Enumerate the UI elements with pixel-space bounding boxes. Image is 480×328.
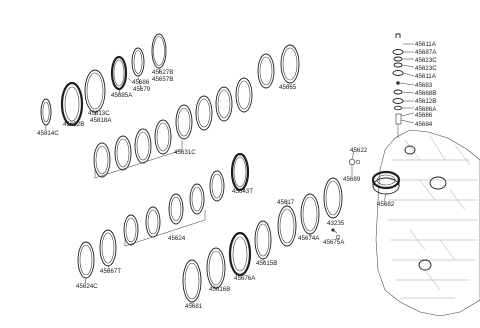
label-45684: 45684 bbox=[415, 121, 433, 128]
valve-stack bbox=[392, 33, 404, 138]
label-45675a: 45675A bbox=[323, 239, 345, 246]
label-45611a-top: 45611A bbox=[415, 41, 437, 48]
ring-45627b bbox=[151, 33, 167, 69]
label-45674a: 45674A bbox=[298, 235, 320, 242]
part-45622 bbox=[348, 158, 361, 166]
label-45689: 45689 bbox=[343, 176, 361, 183]
bracket-45631c bbox=[94, 140, 183, 179]
label-45624: 45624 bbox=[168, 235, 186, 242]
ring-45813c bbox=[84, 69, 106, 113]
ring-45616b bbox=[206, 247, 226, 289]
ring-45686 bbox=[110, 55, 128, 91]
ring-45681 bbox=[182, 259, 202, 303]
label-45683: 45683 bbox=[415, 82, 433, 89]
label-45624c: 45624C bbox=[76, 283, 98, 290]
label-45686: 45686 bbox=[132, 79, 150, 86]
label-45617: 45617 bbox=[277, 199, 295, 206]
label-45681: 45681 bbox=[185, 303, 203, 310]
label-45818a: 45818A bbox=[90, 117, 112, 124]
ring-45617 bbox=[277, 205, 297, 247]
label-45687a: 45687A bbox=[415, 49, 437, 56]
label-45623c-a: 45623C bbox=[415, 57, 437, 64]
ring-45689 bbox=[323, 177, 343, 219]
bolt-45675a bbox=[335, 234, 341, 240]
label-45611a-bottom: 45611A bbox=[415, 73, 437, 80]
label-45682: 45682 bbox=[377, 201, 395, 208]
clutch-pack-45624 bbox=[123, 170, 225, 246]
label-45627b: 45627B bbox=[152, 69, 173, 76]
label-45676a: 45676A bbox=[234, 275, 256, 282]
ring-45814c bbox=[40, 98, 52, 126]
label-45622: 45622 bbox=[350, 147, 368, 154]
pin-43235 bbox=[331, 228, 338, 234]
label-45686-stack: 45686 bbox=[415, 112, 433, 119]
ring-45615b bbox=[254, 220, 272, 260]
label-43235: 43235 bbox=[327, 220, 345, 227]
label-45667t: 45667T bbox=[100, 268, 121, 275]
part-labels: 45627B 45657B 45686 45679 45685A 45813C … bbox=[37, 41, 437, 310]
transmission-housing bbox=[375, 129, 480, 317]
label-45615b: 45615B bbox=[256, 260, 277, 267]
label-45612b: 45612B bbox=[415, 98, 436, 105]
drum-45682 bbox=[371, 170, 401, 195]
leader-lines bbox=[45, 43, 415, 305]
label-45668b: 45668B bbox=[415, 90, 436, 97]
label-45616b: 45616B bbox=[209, 286, 230, 293]
label-45665: 45665 bbox=[279, 84, 297, 91]
ring-45674a bbox=[300, 193, 320, 235]
label-45686a: 45686A bbox=[415, 106, 437, 113]
ring-45667t bbox=[99, 229, 117, 267]
ring-45652b bbox=[60, 81, 84, 127]
label-45652b: 45652B bbox=[63, 121, 84, 128]
ring-45624c bbox=[77, 241, 95, 279]
label-45814c: 45814C bbox=[37, 130, 59, 137]
bracket-45624 bbox=[124, 210, 206, 247]
label-45623c-b: 45623C bbox=[415, 65, 437, 72]
ring-45676a bbox=[228, 231, 252, 277]
label-45813c: 45813C bbox=[88, 110, 110, 117]
label-45631c: 45631C bbox=[174, 149, 196, 156]
ring-45679 bbox=[131, 47, 145, 77]
label-45679: 45679 bbox=[133, 86, 151, 93]
ring-45643t bbox=[230, 152, 250, 192]
label-45643t: 45643T bbox=[232, 188, 253, 195]
label-45657b: 45657B bbox=[152, 76, 173, 83]
label-45685a: 45685A bbox=[111, 92, 133, 99]
